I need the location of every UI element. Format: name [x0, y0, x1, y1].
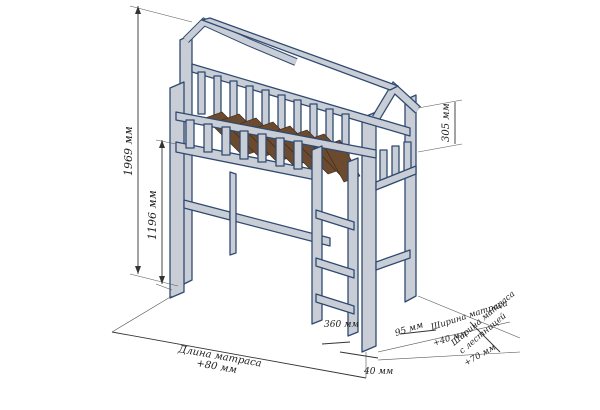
front-slat — [257, 133, 267, 163]
back-slat — [213, 75, 222, 119]
front-slat — [293, 140, 303, 170]
ladder-rung — [315, 293, 355, 315]
back-right-post — [404, 94, 417, 303]
total-height-label: 1969 мм — [122, 126, 135, 176]
back-slat — [197, 71, 206, 115]
front-rail — [175, 111, 377, 159]
ladder-rung — [315, 257, 355, 279]
rail-height-label: 305 мм — [441, 103, 452, 142]
side-frame — [375, 165, 417, 191]
front-slat — [203, 123, 213, 153]
bed-height-label: 1196 мм — [146, 190, 159, 240]
front-right-post — [361, 111, 377, 353]
roof-ridge — [201, 17, 399, 91]
ladder — [311, 145, 359, 337]
dimension-lines — [111, 5, 521, 379]
bottom-gap-label: 40 мм — [363, 367, 393, 377]
front-left-post — [169, 81, 185, 299]
ladder-rail-left — [311, 145, 323, 325]
step-offset-label: 360 мм — [324, 320, 359, 330]
ladder-rail-right — [347, 157, 359, 337]
front-rail-slats — [185, 119, 303, 170]
ladder-rung — [315, 209, 355, 231]
side-gap-label: 95 мм — [394, 320, 425, 339]
mid-post — [229, 171, 237, 256]
front-slat — [221, 126, 231, 156]
front-slat — [239, 130, 249, 160]
front-slat — [275, 137, 285, 167]
front-slat — [185, 119, 195, 149]
side-rail-slats — [375, 141, 417, 191]
lower-beam-right — [375, 249, 411, 271]
bed-frame — [169, 17, 422, 353]
